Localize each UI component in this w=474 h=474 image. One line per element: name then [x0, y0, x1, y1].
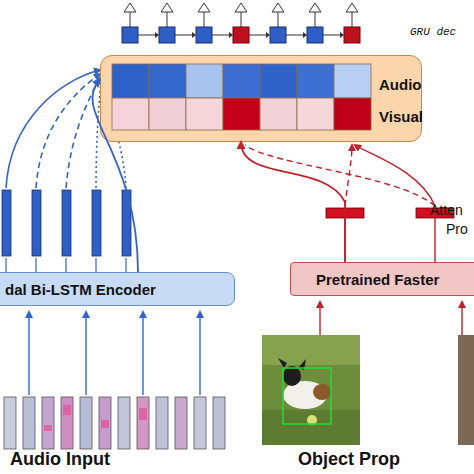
attention-arrow — [92, 80, 138, 272]
attention-arrow — [241, 142, 345, 262]
attention-label: Pro — [446, 221, 468, 237]
input-label: Audio Input — [10, 449, 110, 470]
decoder-label: GRU dec — [410, 26, 456, 38]
object-proposal-photo — [262, 335, 474, 445]
node-text: Visual — [379, 108, 423, 125]
process-box: dal Bi-LSTM Encoder — [0, 272, 235, 306]
gru-decoder-chain — [122, 3, 360, 43]
node-text: dal Bi-LSTM Encoder — [5, 281, 156, 298]
input-label: Object Prop — [298, 449, 400, 470]
node-text: Audio — [379, 76, 422, 93]
node-text: Pretrained Faster — [316, 271, 439, 288]
spectrogram-frames — [4, 312, 225, 449]
attention-label: Atten — [430, 202, 463, 218]
process-box: Pretrained Faster — [290, 262, 474, 296]
proposal-features — [245, 145, 462, 335]
